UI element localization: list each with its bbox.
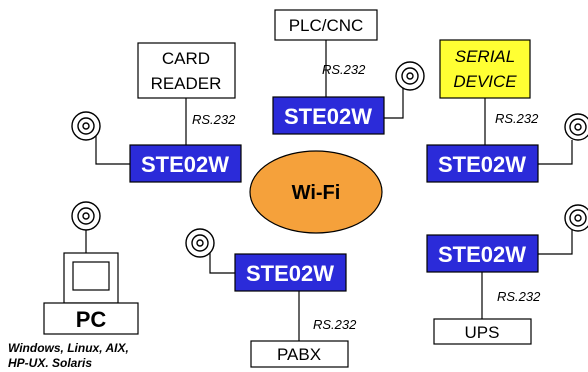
antenna-icon (71, 201, 101, 253)
module-left-label: STE02W (141, 152, 229, 177)
device-plc: PLC/CNC (274, 9, 378, 41)
antenna-icon (538, 113, 588, 165)
module-bottom-center-label: STE02W (246, 261, 334, 286)
monitor-icon (63, 252, 119, 304)
rs232-label-card-reader: RS.232 (192, 112, 236, 127)
os-list-line2: HP-UX. Solaris (8, 356, 92, 370)
antenna-icon (538, 204, 588, 255)
module-top-label: STE02W (284, 104, 372, 129)
device-card-reader: CARD READER (137, 42, 236, 99)
pc-label: PC (76, 307, 107, 332)
module-bottom-right-label: STE02W (438, 242, 526, 267)
device-pabx: PABX (250, 340, 349, 368)
wifi-label: Wi-Fi (292, 182, 341, 204)
module-bottom-center: STE02W (234, 253, 347, 292)
antenna-icon (384, 61, 425, 119)
module-left: STE02W (129, 144, 242, 183)
os-list-line1: Windows, Linux, AIX, (8, 341, 129, 355)
module-right-label: STE02W (438, 152, 526, 177)
card-reader-line1: CARD (162, 49, 210, 68)
ups-label: UPS (465, 323, 500, 342)
antenna-icon (71, 111, 130, 165)
module-top: STE02W (272, 96, 385, 135)
rs232-label-pabx: RS.232 (313, 317, 357, 332)
device-serial: SERIAL DEVICE (439, 39, 531, 99)
serial-line1: SERIAL (455, 47, 515, 66)
rs232-label-serial: RS.232 (495, 111, 539, 126)
serial-line2: DEVICE (453, 72, 517, 91)
wifi-cloud: Wi-Fi (249, 150, 383, 234)
antenna-icon (185, 228, 235, 274)
pabx-label: PABX (277, 345, 321, 364)
module-right: STE02W (426, 144, 539, 183)
rs232-label-plc: RS.232 (322, 62, 366, 77)
module-bottom-right: STE02W (426, 234, 539, 273)
plc-label: PLC/CNC (289, 16, 364, 35)
rs232-label-ups: RS.232 (497, 289, 541, 304)
pc: PC (43, 252, 139, 335)
device-ups: UPS (433, 318, 532, 345)
card-reader-line2: READER (151, 74, 222, 93)
